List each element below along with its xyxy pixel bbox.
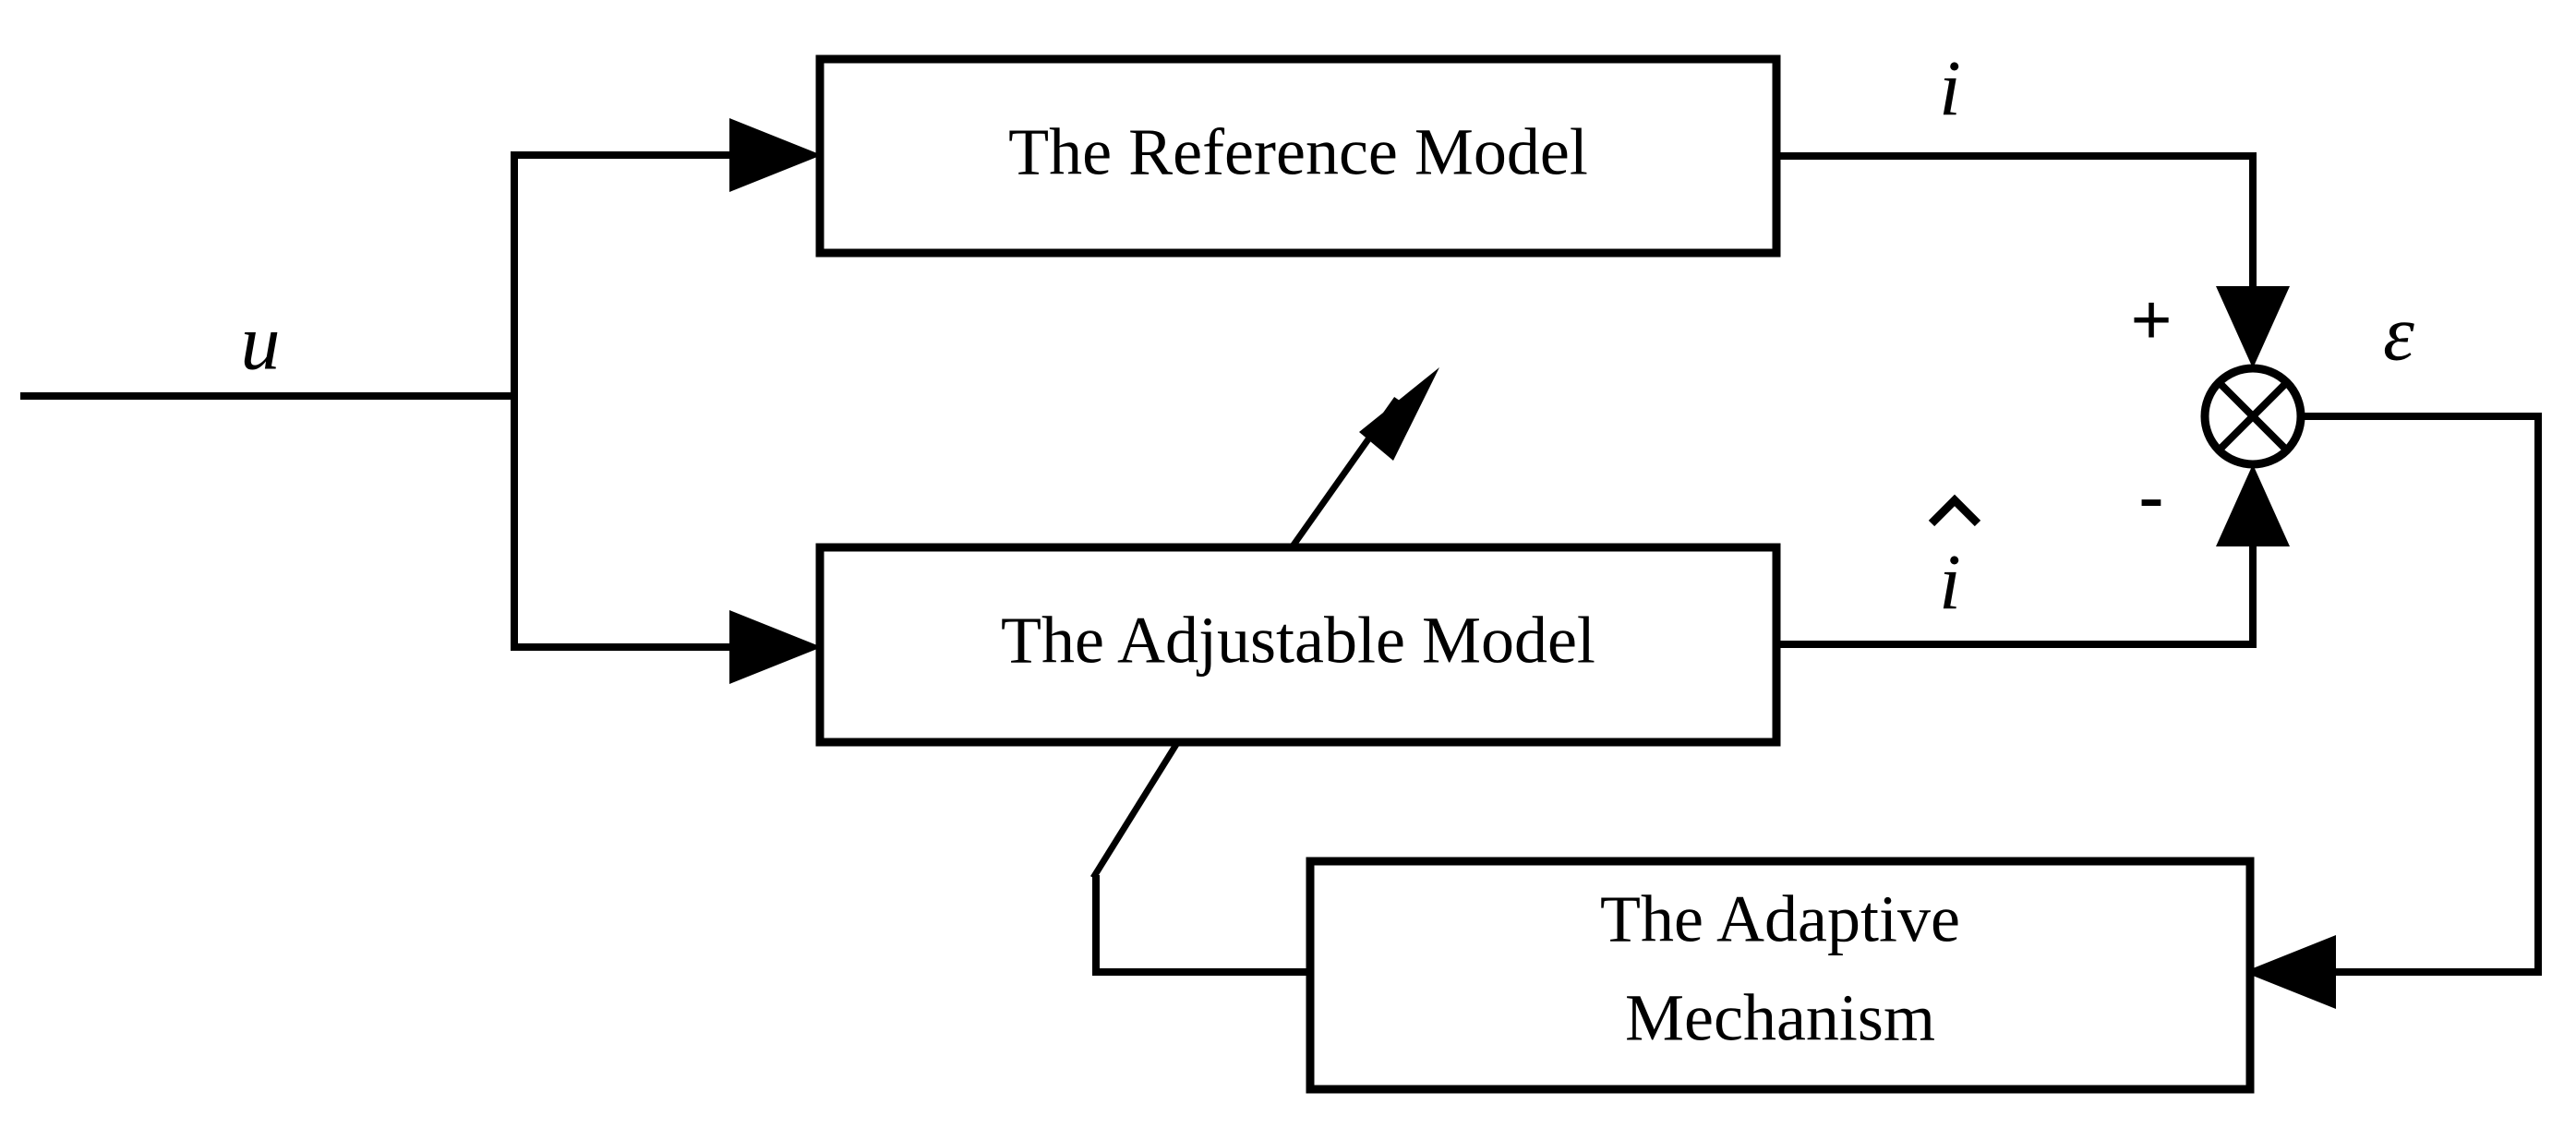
summing-junction-cross-b [2216,379,2290,453]
wire-adaptive-output-diagonal [1090,737,1183,880]
signal-label-u: u [241,298,281,387]
arrowhead-adaptation [1359,367,1439,461]
summing-junction-plus-sign: + [2130,280,2173,361]
arrowhead-into-adjustable-model [729,610,822,684]
signal-label-epsilon: ε [2383,289,2414,378]
arrowhead-into-reference-model [729,118,822,192]
block-adaptive-mechanism-label-line1: The Adaptive [1600,882,1960,956]
arrowhead-into-summing-minus [2216,464,2290,546]
signal-label-i-hat-circumflex [1928,494,1981,527]
block-adaptive-mechanism[interactable] [1306,857,2255,1094]
block-reference-model-label: The Reference Model [1008,115,1588,189]
block-adjustable-model-label: The Adjustable Model [1001,604,1595,678]
arrowhead-into-adaptive-mechanism [2244,935,2336,1009]
signal-label-i-hat: i [1939,538,1961,627]
block-adaptive-mechanism-label-line2: Mechanism [1625,981,1935,1055]
arrowhead-into-summing-plus [2216,286,2290,368]
summing-junction-minus-sign: - [2139,455,2164,536]
block-reference-model[interactable] [815,54,1781,258]
block-adjustable-model[interactable] [815,543,1781,747]
signal-label-i: i [1939,44,1961,133]
